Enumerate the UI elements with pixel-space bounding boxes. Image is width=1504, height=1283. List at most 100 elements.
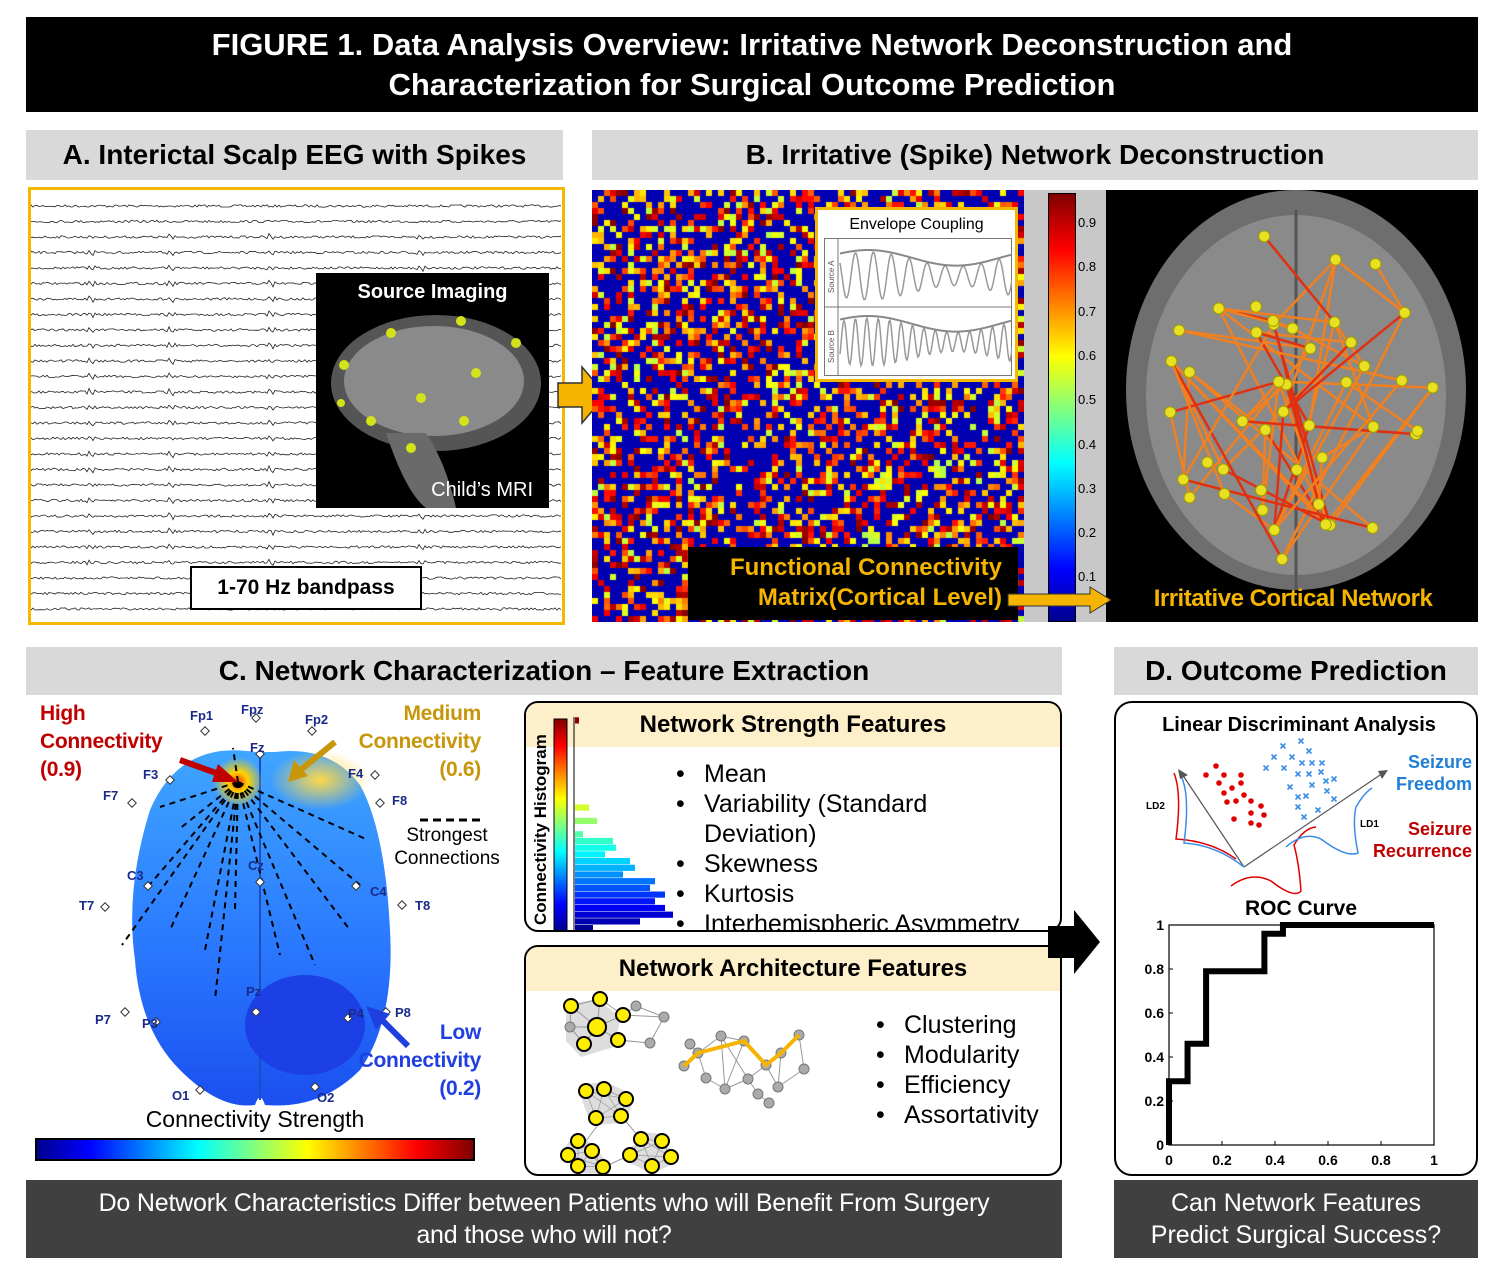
source-a-label: Source A — [827, 260, 836, 293]
y-tick-label: 0.6 — [1145, 1005, 1165, 1021]
mri-label: Child’s MRI — [431, 479, 533, 501]
electrode-marker — [127, 798, 137, 808]
network-edge — [1169, 380, 1280, 414]
histogram-bar — [575, 717, 579, 724]
seizure-freedom-point — [1314, 806, 1322, 814]
electrode-label: C4 — [370, 884, 387, 899]
seizure-freedom-point — [1262, 764, 1270, 772]
seizure-recurrence-point — [1256, 822, 1262, 828]
arrow-head — [1178, 769, 1188, 779]
network-architecture-box: Network Architecture Features Clustering… — [524, 945, 1062, 1176]
histogram-bar — [575, 898, 655, 905]
seizure-recurrence-point — [1238, 780, 1244, 786]
network-edge — [1345, 381, 1419, 432]
graph-node — [595, 1159, 611, 1174]
histogram-bar — [575, 904, 665, 912]
seizure-recurrence-point — [1203, 772, 1209, 778]
eeg-channel — [30, 264, 562, 273]
graph-node — [570, 1133, 586, 1149]
matrix-label-line2: Matrix(Cortical Level) — [757, 584, 1002, 611]
eeg-channel — [30, 232, 562, 240]
graph-edge — [777, 1052, 782, 1088]
legend-line1: Strongest — [406, 825, 488, 846]
network-edge — [1280, 312, 1406, 560]
connectivity-histogram: Connectivity Histogram — [531, 717, 673, 930]
electrode-marker — [165, 775, 175, 785]
eeg-channel — [30, 527, 562, 537]
figure-title: FIGURE 1. Data Analysis Overview: Irrita… — [26, 17, 1478, 112]
network-edge — [1291, 327, 1365, 368]
electrode-label: Fz — [250, 740, 265, 755]
electrode-label: C3 — [127, 868, 144, 883]
x-tick-label: 0.8 — [1371, 1152, 1391, 1168]
seizure-freedom-point — [1305, 770, 1313, 778]
graph-edge — [720, 1035, 749, 1080]
histogram-bar — [575, 918, 640, 925]
electrode-label: Fpz — [241, 702, 264, 717]
histogram-bar — [575, 871, 623, 878]
network-strength-box: Network Strength Features Connectivity H… — [524, 701, 1062, 932]
graph-node — [644, 1037, 656, 1049]
network-node — [1340, 376, 1353, 389]
cross-stroke — [1279, 742, 1287, 750]
cross-stroke — [1288, 753, 1296, 761]
seizure-recurrence-point — [1238, 772, 1244, 778]
arrow-right-icon — [1048, 910, 1100, 974]
histogram-bar — [575, 804, 589, 811]
connectivity-colorbar — [35, 1138, 475, 1161]
panel-d-header: D. Outcome Prediction — [1114, 647, 1478, 695]
high-l3: (0.9) — [40, 758, 82, 781]
cross-stroke — [1280, 764, 1288, 772]
cross-stroke — [1330, 775, 1338, 783]
outcome-box: Linear Discriminant Analysis LD2 LD1 Sei… — [1114, 701, 1478, 1176]
electrode-marker — [195, 1085, 205, 1095]
network-edge — [1278, 380, 1433, 389]
electrode-marker — [255, 749, 265, 759]
colorbar-label: Connectivity Strength — [145, 1106, 365, 1132]
electrode-label: Pz — [246, 984, 262, 999]
roc-axes — [1168, 924, 1435, 1146]
graph-node — [630, 1000, 642, 1012]
network-edge — [1273, 379, 1403, 531]
envelope-waves: Source A Source B — [824, 238, 1012, 376]
seizure-freedom-l1: Seizure — [1408, 752, 1472, 772]
seizure-freedom-point — [1322, 777, 1330, 785]
strongest-connection-line — [237, 781, 351, 931]
strongest-connection-line — [159, 781, 239, 808]
network-node — [1367, 420, 1380, 433]
network-node — [1272, 375, 1285, 388]
matrix-label-box: Functional Connectivity Matrix(Cortical … — [688, 547, 1018, 620]
colorbar-tick: 0.1 — [1078, 569, 1097, 585]
ld2-axis — [1179, 770, 1245, 868]
seizure-recurrence-point — [1221, 790, 1227, 796]
network-node — [1366, 521, 1379, 534]
seizure-recurrence-l1: Seizure — [1408, 819, 1472, 839]
network-edge — [1263, 235, 1336, 324]
panel-a-header: A. Interictal Scalp EEG with Spikes — [26, 130, 563, 180]
seizure-recurrence-point — [1248, 798, 1254, 804]
network-graphs-illustration — [560, 991, 810, 1174]
strength-features-list: Mean Variability (Standard Deviation) Sk… — [676, 759, 1019, 930]
source-imaging-label: Source Imaging — [357, 281, 508, 303]
network-edge — [1178, 329, 1311, 350]
graph-node — [798, 1063, 810, 1075]
strongest-connection-line — [232, 747, 239, 783]
x-tick-label: 0.6 — [1318, 1152, 1338, 1168]
graph-node — [615, 1007, 631, 1023]
network-edge — [1223, 492, 1276, 531]
medium-l3: (0.6) — [439, 758, 481, 781]
graph-node — [654, 1133, 670, 1149]
strongest-connection-line — [237, 781, 281, 956]
x-tick-label: 0.4 — [1265, 1152, 1285, 1168]
graph-node — [618, 1091, 634, 1107]
histogram-bar — [575, 851, 605, 858]
question-c-l2: and those who will not? — [416, 1221, 672, 1249]
seizure-recurrence-point — [1248, 820, 1254, 826]
cross-stroke — [1262, 764, 1270, 772]
eeg-channel — [30, 203, 562, 208]
graph-node — [752, 1088, 764, 1100]
strength-title: Network Strength Features — [526, 703, 1060, 747]
cross-stroke — [1318, 759, 1326, 767]
network-node — [1259, 423, 1272, 436]
